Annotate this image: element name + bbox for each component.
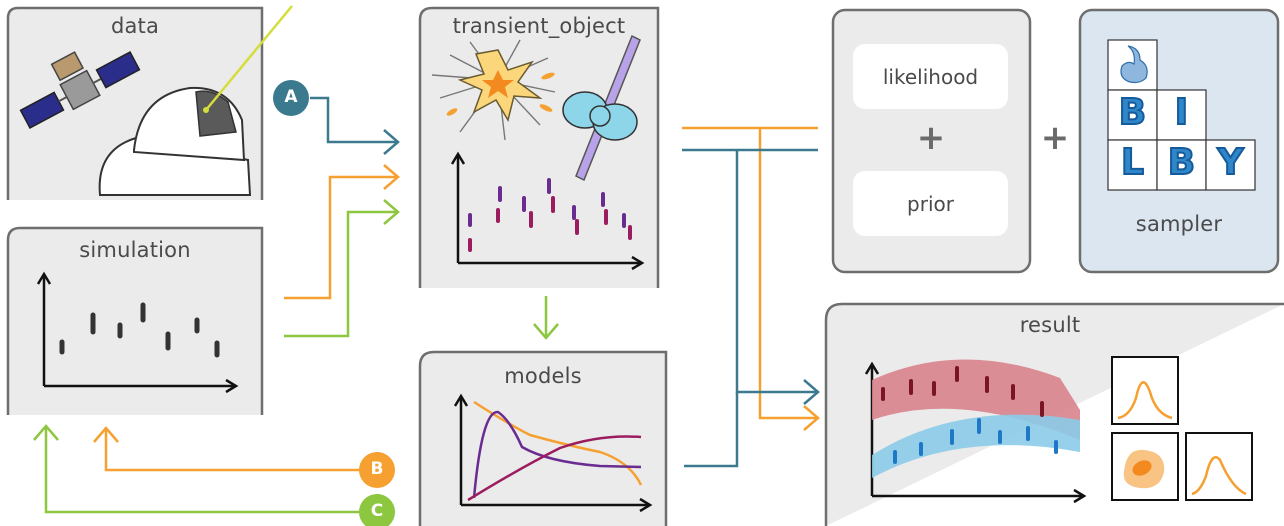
connector-transient-to-models xyxy=(533,296,559,340)
connector-sim-green xyxy=(284,199,400,338)
badge-c-label: C xyxy=(370,501,384,521)
connector-b-orange xyxy=(93,426,360,472)
bilby-letter-b2: B xyxy=(1167,141,1196,184)
badge-a-circle xyxy=(273,80,309,116)
simulation-plot xyxy=(36,271,239,394)
badge-b-circle xyxy=(359,452,395,488)
corner-plot xyxy=(1111,356,1253,501)
result-panel-title: result xyxy=(1019,313,1081,337)
sampler-panel-title: sampler xyxy=(1135,212,1223,236)
data-panel-title: data xyxy=(110,14,160,38)
bilby-logo xyxy=(1107,39,1256,191)
models-plot xyxy=(453,393,653,513)
bilby-animal-icon xyxy=(1120,45,1148,84)
bilby-letter-b1: B xyxy=(1118,91,1147,134)
connector-sim-orange xyxy=(284,164,400,300)
badge-a-label: A xyxy=(284,87,298,107)
connector-c-green xyxy=(33,424,360,514)
badge-c-circle xyxy=(359,494,395,526)
connector-teal-to-likelihood-and-result xyxy=(682,148,820,468)
satellite-icon xyxy=(19,51,141,129)
models-panel-title: models xyxy=(504,364,582,388)
likelihood-box: likelihood xyxy=(853,44,1008,109)
bilby-letter-l: L xyxy=(1120,141,1145,184)
transient-object-panel-title: transient_object xyxy=(452,14,626,38)
between-panels-plus: + xyxy=(1040,118,1070,158)
supernova-icon xyxy=(431,39,556,141)
bilby-letter-y: Y xyxy=(1216,141,1244,184)
connector-orange-to-likelihood-and-result xyxy=(682,126,820,431)
prior-box: prior xyxy=(853,171,1008,236)
transient-object-panel xyxy=(418,6,660,288)
connector-a-teal xyxy=(310,96,400,155)
badge-b-label: B xyxy=(370,459,384,479)
transient-lightcurve-plot xyxy=(450,151,645,271)
simulation-panel-title: simulation xyxy=(79,238,191,262)
result-band-plot xyxy=(864,359,1087,504)
pulsar-icon xyxy=(562,34,641,182)
bilby-letter-i: I xyxy=(1174,91,1189,134)
simulation-panel xyxy=(6,226,264,415)
likelihood-prior-plus: + xyxy=(916,118,946,158)
telescope-dome-icon xyxy=(98,5,293,196)
